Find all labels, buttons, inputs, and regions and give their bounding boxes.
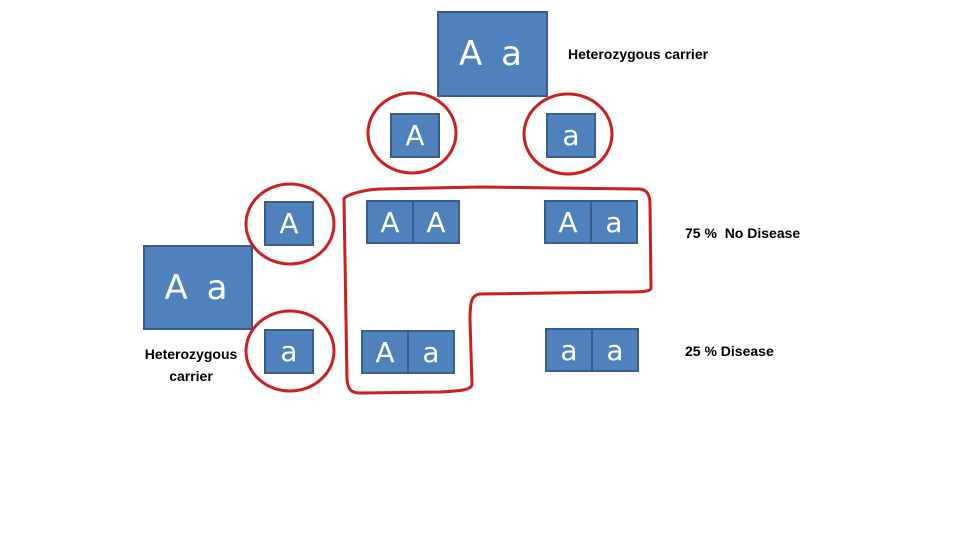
result-disease: 25 % Disease <box>685 343 774 359</box>
top-parent-label: Heterozygous carrier <box>568 46 709 62</box>
top-allele-A: A <box>390 113 440 158</box>
allele: A <box>544 200 592 244</box>
result-no-disease: 75 % No Disease <box>685 225 801 241</box>
allele: A <box>412 200 460 244</box>
left-parent-label-line2: carrier <box>169 368 213 384</box>
punnett-cell-aa: a a <box>545 328 639 372</box>
allele: A <box>366 200 414 244</box>
left-allele-A: A <box>264 201 314 246</box>
allele: a <box>545 328 593 372</box>
punnett-cell-Aa-top: A a <box>544 200 638 244</box>
left-allele-a: a <box>264 329 314 374</box>
left-parent-label-line1: Heterozygous <box>144 346 238 362</box>
top-allele-a: a <box>546 113 596 158</box>
allele: A <box>361 330 409 374</box>
punnett-cell-AA: A A <box>366 200 460 244</box>
allele: a <box>591 328 639 372</box>
top-parent-genotype-box: A a <box>437 11 548 97</box>
punnett-cell-Aa-bottom: A a <box>361 330 455 374</box>
left-parent-genotype-box: A a <box>143 245 253 330</box>
allele: a <box>407 330 455 374</box>
allele: a <box>590 200 638 244</box>
